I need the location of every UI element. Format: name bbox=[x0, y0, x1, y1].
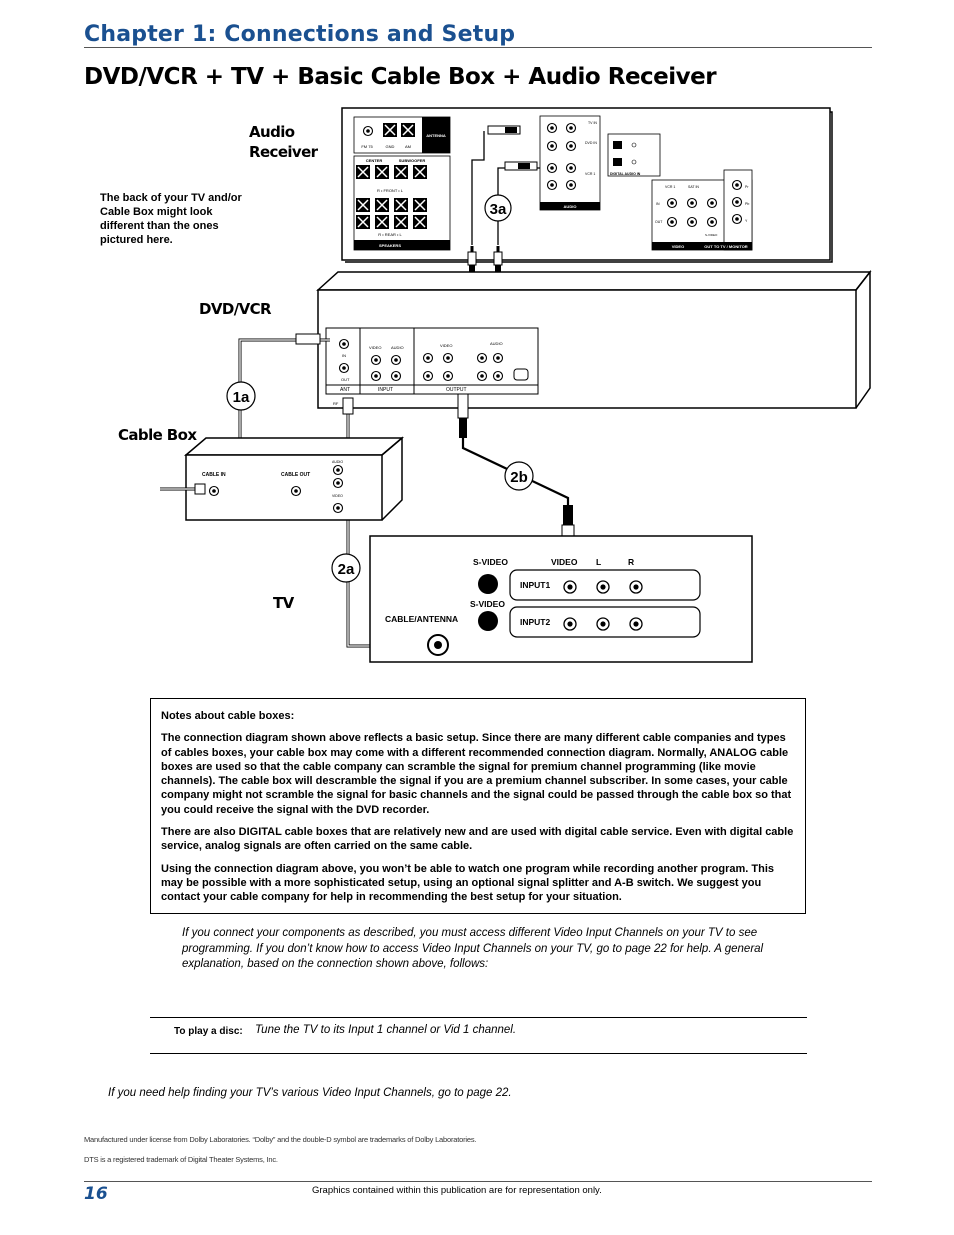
dvdvcr-unit: IN OUT ANT VIDEO AUDIO INPUT VIDEO OUTPU… bbox=[316, 269, 872, 409]
play-disc-text: Tune the TV to its Input 1 channel or Vi… bbox=[255, 1024, 517, 1036]
page-title: DVD/VCR + TV + Basic Cable Box + Audio R… bbox=[84, 64, 717, 90]
svg-text:Pr: Pr bbox=[745, 185, 749, 189]
svg-text:ANT: ANT bbox=[340, 387, 350, 393]
svg-text:DIGITAL AUDIO IN: DIGITAL AUDIO IN bbox=[610, 172, 641, 176]
svg-text:CENTER: CENTER bbox=[366, 158, 383, 163]
svg-text:OUT: OUT bbox=[655, 220, 663, 224]
cable-box-unit: CABLE IN CABLE OUT AUDIO VIDEO bbox=[160, 436, 405, 521]
svg-text:VCR 1: VCR 1 bbox=[585, 172, 595, 176]
svg-text:2b: 2b bbox=[510, 469, 528, 486]
notes-paragraph-2: There are also DIGITAL cable boxes that … bbox=[161, 826, 794, 853]
svg-text:RF: RF bbox=[333, 401, 339, 406]
svg-text:SAT IN: SAT IN bbox=[688, 185, 699, 189]
svg-text:OUT TO TV / MONITOR: OUT TO TV / MONITOR bbox=[704, 244, 748, 249]
audio-receiver-panel: ANTENNA FM 75 GND AM CENTER SUBWOOFER R … bbox=[341, 107, 833, 263]
svg-text:VIDEO: VIDEO bbox=[440, 343, 452, 348]
tv-panel: S-VIDEO VIDEO L R INPUT1 INPUT2 S-VIDEO … bbox=[369, 535, 753, 663]
svg-text:VIDEO: VIDEO bbox=[672, 244, 684, 249]
audio-receiver-label-2: Receiver bbox=[249, 143, 318, 161]
svg-text:Y: Y bbox=[745, 219, 748, 223]
header-rule bbox=[84, 47, 872, 48]
callout-2a: 2a bbox=[331, 553, 361, 583]
svg-text:INPUT: INPUT bbox=[378, 387, 393, 393]
notes-heading: Notes about cable boxes: bbox=[161, 710, 295, 722]
svg-text:CABLE OUT: CABLE OUT bbox=[281, 472, 310, 478]
svg-text:SPEAKERS: SPEAKERS bbox=[379, 243, 401, 248]
svg-text:S-VIDEO: S-VIDEO bbox=[705, 233, 718, 237]
svg-text:S-VIDEO: S-VIDEO bbox=[473, 557, 508, 567]
svg-text:R: R bbox=[628, 557, 634, 567]
cable-box-notes: Notes about cable boxes: The connection … bbox=[150, 698, 806, 914]
play-rule-bottom bbox=[150, 1053, 807, 1054]
callout-3a: 3a bbox=[484, 194, 512, 222]
play-disc-label: To play a disc: bbox=[174, 1026, 243, 1037]
svg-text:L: L bbox=[596, 557, 601, 567]
callout-2b: 2b bbox=[504, 461, 534, 491]
svg-text:INPUT1: INPUT1 bbox=[520, 580, 551, 590]
svg-text:AUDIO: AUDIO bbox=[391, 345, 404, 350]
svg-text:ANTENNA: ANTENNA bbox=[426, 133, 446, 138]
svg-text:AM: AM bbox=[405, 144, 411, 149]
svg-text:VIDEO: VIDEO bbox=[551, 557, 578, 567]
svg-text:R • REAR • L: R • REAR • L bbox=[378, 232, 402, 237]
notes-paragraph-1: The connection diagram shown above refle… bbox=[161, 732, 792, 816]
back-panel-note: The back of your TV and/or Cable Box mig… bbox=[100, 192, 242, 246]
svg-text:CABLE IN: CABLE IN bbox=[202, 472, 226, 478]
svg-text:SUBWOOFER: SUBWOOFER bbox=[399, 158, 426, 163]
page-number: 16 bbox=[84, 1184, 108, 1204]
svg-text:INPUT2: INPUT2 bbox=[520, 617, 551, 627]
play-rule-top bbox=[150, 1017, 807, 1018]
svg-text:AUDIO: AUDIO bbox=[564, 204, 577, 209]
callout-1a: 1a bbox=[226, 381, 256, 411]
svg-text:FM 75: FM 75 bbox=[361, 144, 373, 149]
cable-box-label: Cable Box bbox=[118, 426, 197, 444]
dts-legal: DTS is a registered trademark of Digital… bbox=[84, 1155, 278, 1164]
chapter-heading: Chapter 1: Connections and Setup bbox=[84, 22, 516, 47]
svg-text:VIDEO: VIDEO bbox=[332, 494, 343, 498]
svg-text:CABLE/ANTENNA: CABLE/ANTENNA bbox=[385, 614, 458, 624]
tv-label: TV bbox=[273, 594, 294, 612]
notes-paragraph-3: Using the connection diagram above, you … bbox=[161, 862, 775, 904]
svg-text:GND: GND bbox=[386, 144, 395, 149]
connection-diagram: ANTENNA FM 75 GND AM CENTER SUBWOOFER R … bbox=[160, 107, 872, 663]
footer-rule bbox=[84, 1181, 872, 1182]
svg-text:VCR 1: VCR 1 bbox=[665, 185, 675, 189]
svg-text:DVD IN: DVD IN bbox=[585, 141, 597, 145]
svg-text:TV IN: TV IN bbox=[588, 121, 597, 125]
instructions-intro: If you connect your components as descri… bbox=[182, 927, 764, 970]
dvdvcr-label: DVD/VCR bbox=[199, 300, 272, 318]
svg-text:S-VIDEO: S-VIDEO bbox=[470, 599, 505, 609]
svg-text:Pb: Pb bbox=[745, 202, 749, 206]
footer-note: Graphics contained within this publicati… bbox=[312, 1185, 602, 1196]
svg-text:AUDIO: AUDIO bbox=[332, 460, 343, 464]
svg-text:IN: IN bbox=[656, 202, 660, 206]
svg-text:3a: 3a bbox=[490, 201, 507, 218]
dolby-legal: Manufactured under license from Dolby La… bbox=[84, 1135, 477, 1144]
audio-receiver-label-1: Audio bbox=[249, 123, 295, 141]
svg-text:1a: 1a bbox=[233, 389, 250, 406]
help-text: If you need help finding your TV’s vario… bbox=[108, 1087, 512, 1099]
svg-text:AUDIO: AUDIO bbox=[490, 341, 503, 346]
svg-text:R • FRONT • L: R • FRONT • L bbox=[377, 188, 404, 193]
svg-text:OUTPUT: OUTPUT bbox=[446, 387, 467, 393]
svg-text:IN: IN bbox=[342, 353, 346, 358]
svg-text:VIDEO: VIDEO bbox=[369, 345, 381, 350]
svg-text:2a: 2a bbox=[338, 561, 355, 578]
svg-text:OUT: OUT bbox=[341, 377, 350, 382]
